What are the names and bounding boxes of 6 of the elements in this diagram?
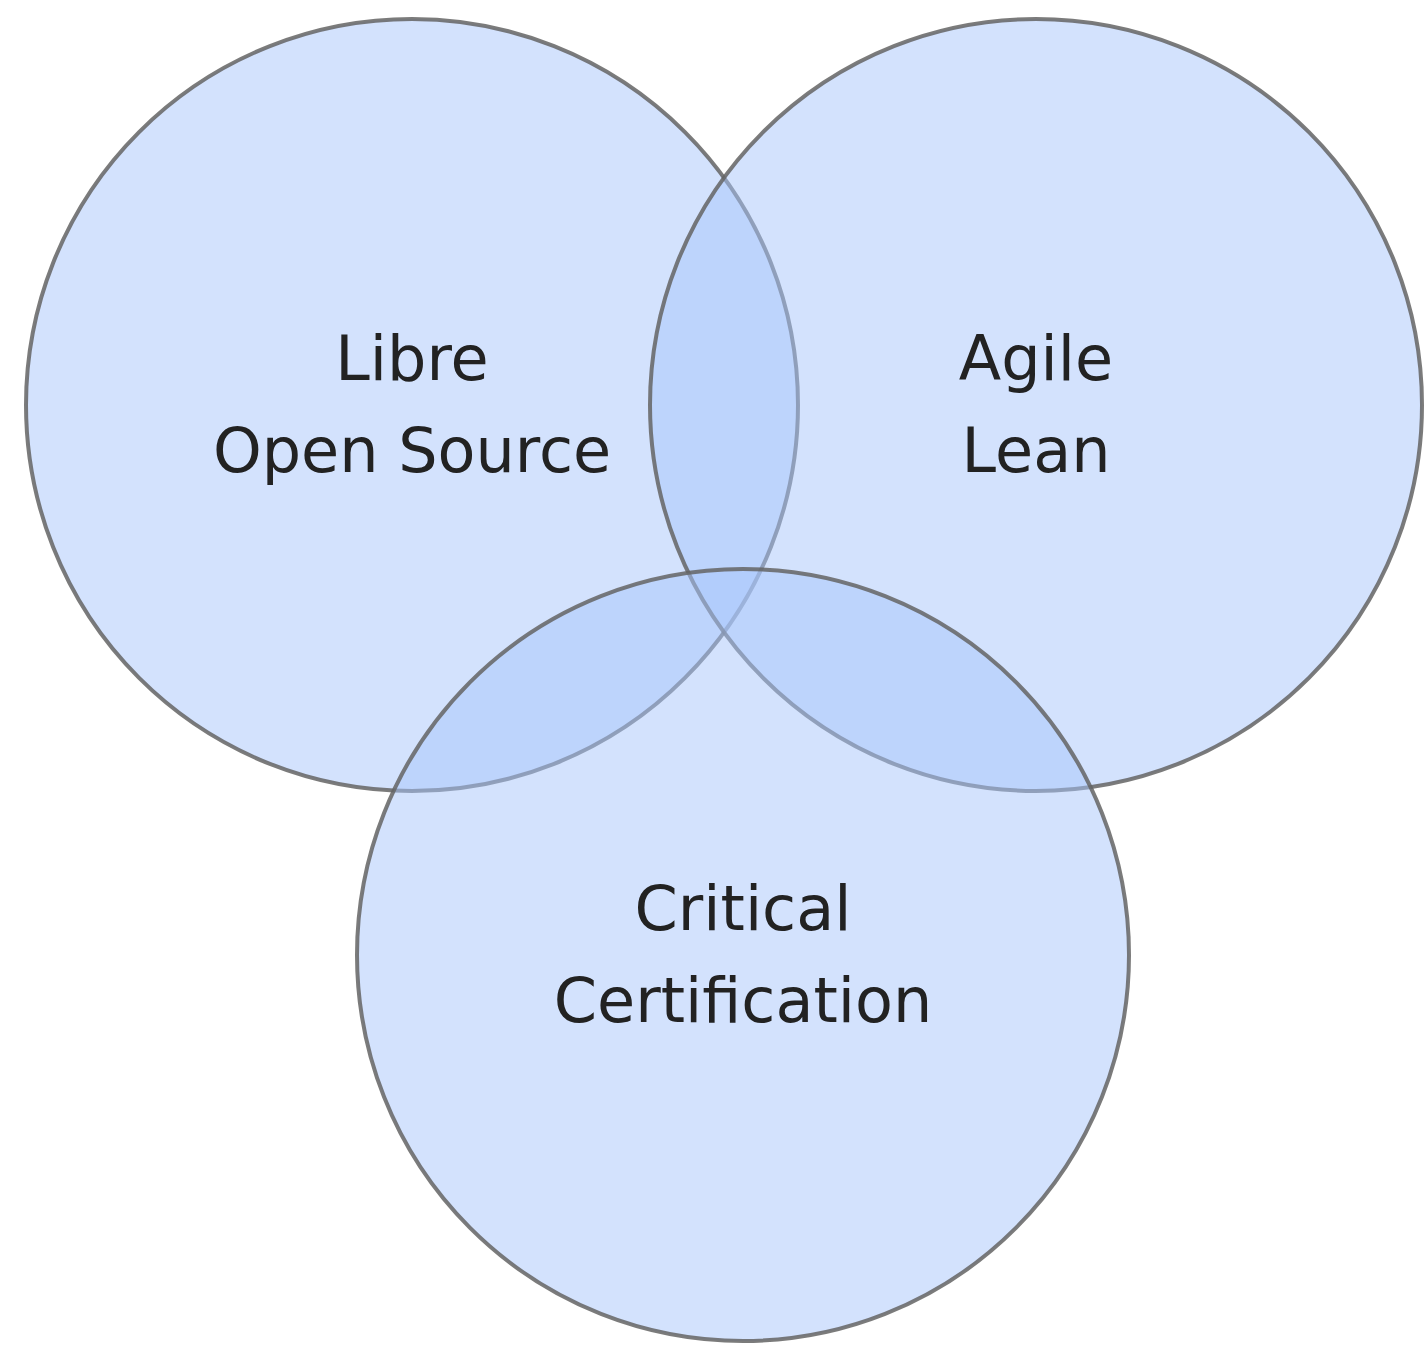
circle-label: Critical — [634, 871, 852, 947]
circle-label: Certification — [553, 963, 933, 1039]
circle-label: Agile — [958, 321, 1114, 397]
circle-label: Libre — [335, 321, 489, 397]
circle-label: Lean — [961, 413, 1111, 489]
circle-label: Open Source — [212, 413, 612, 489]
